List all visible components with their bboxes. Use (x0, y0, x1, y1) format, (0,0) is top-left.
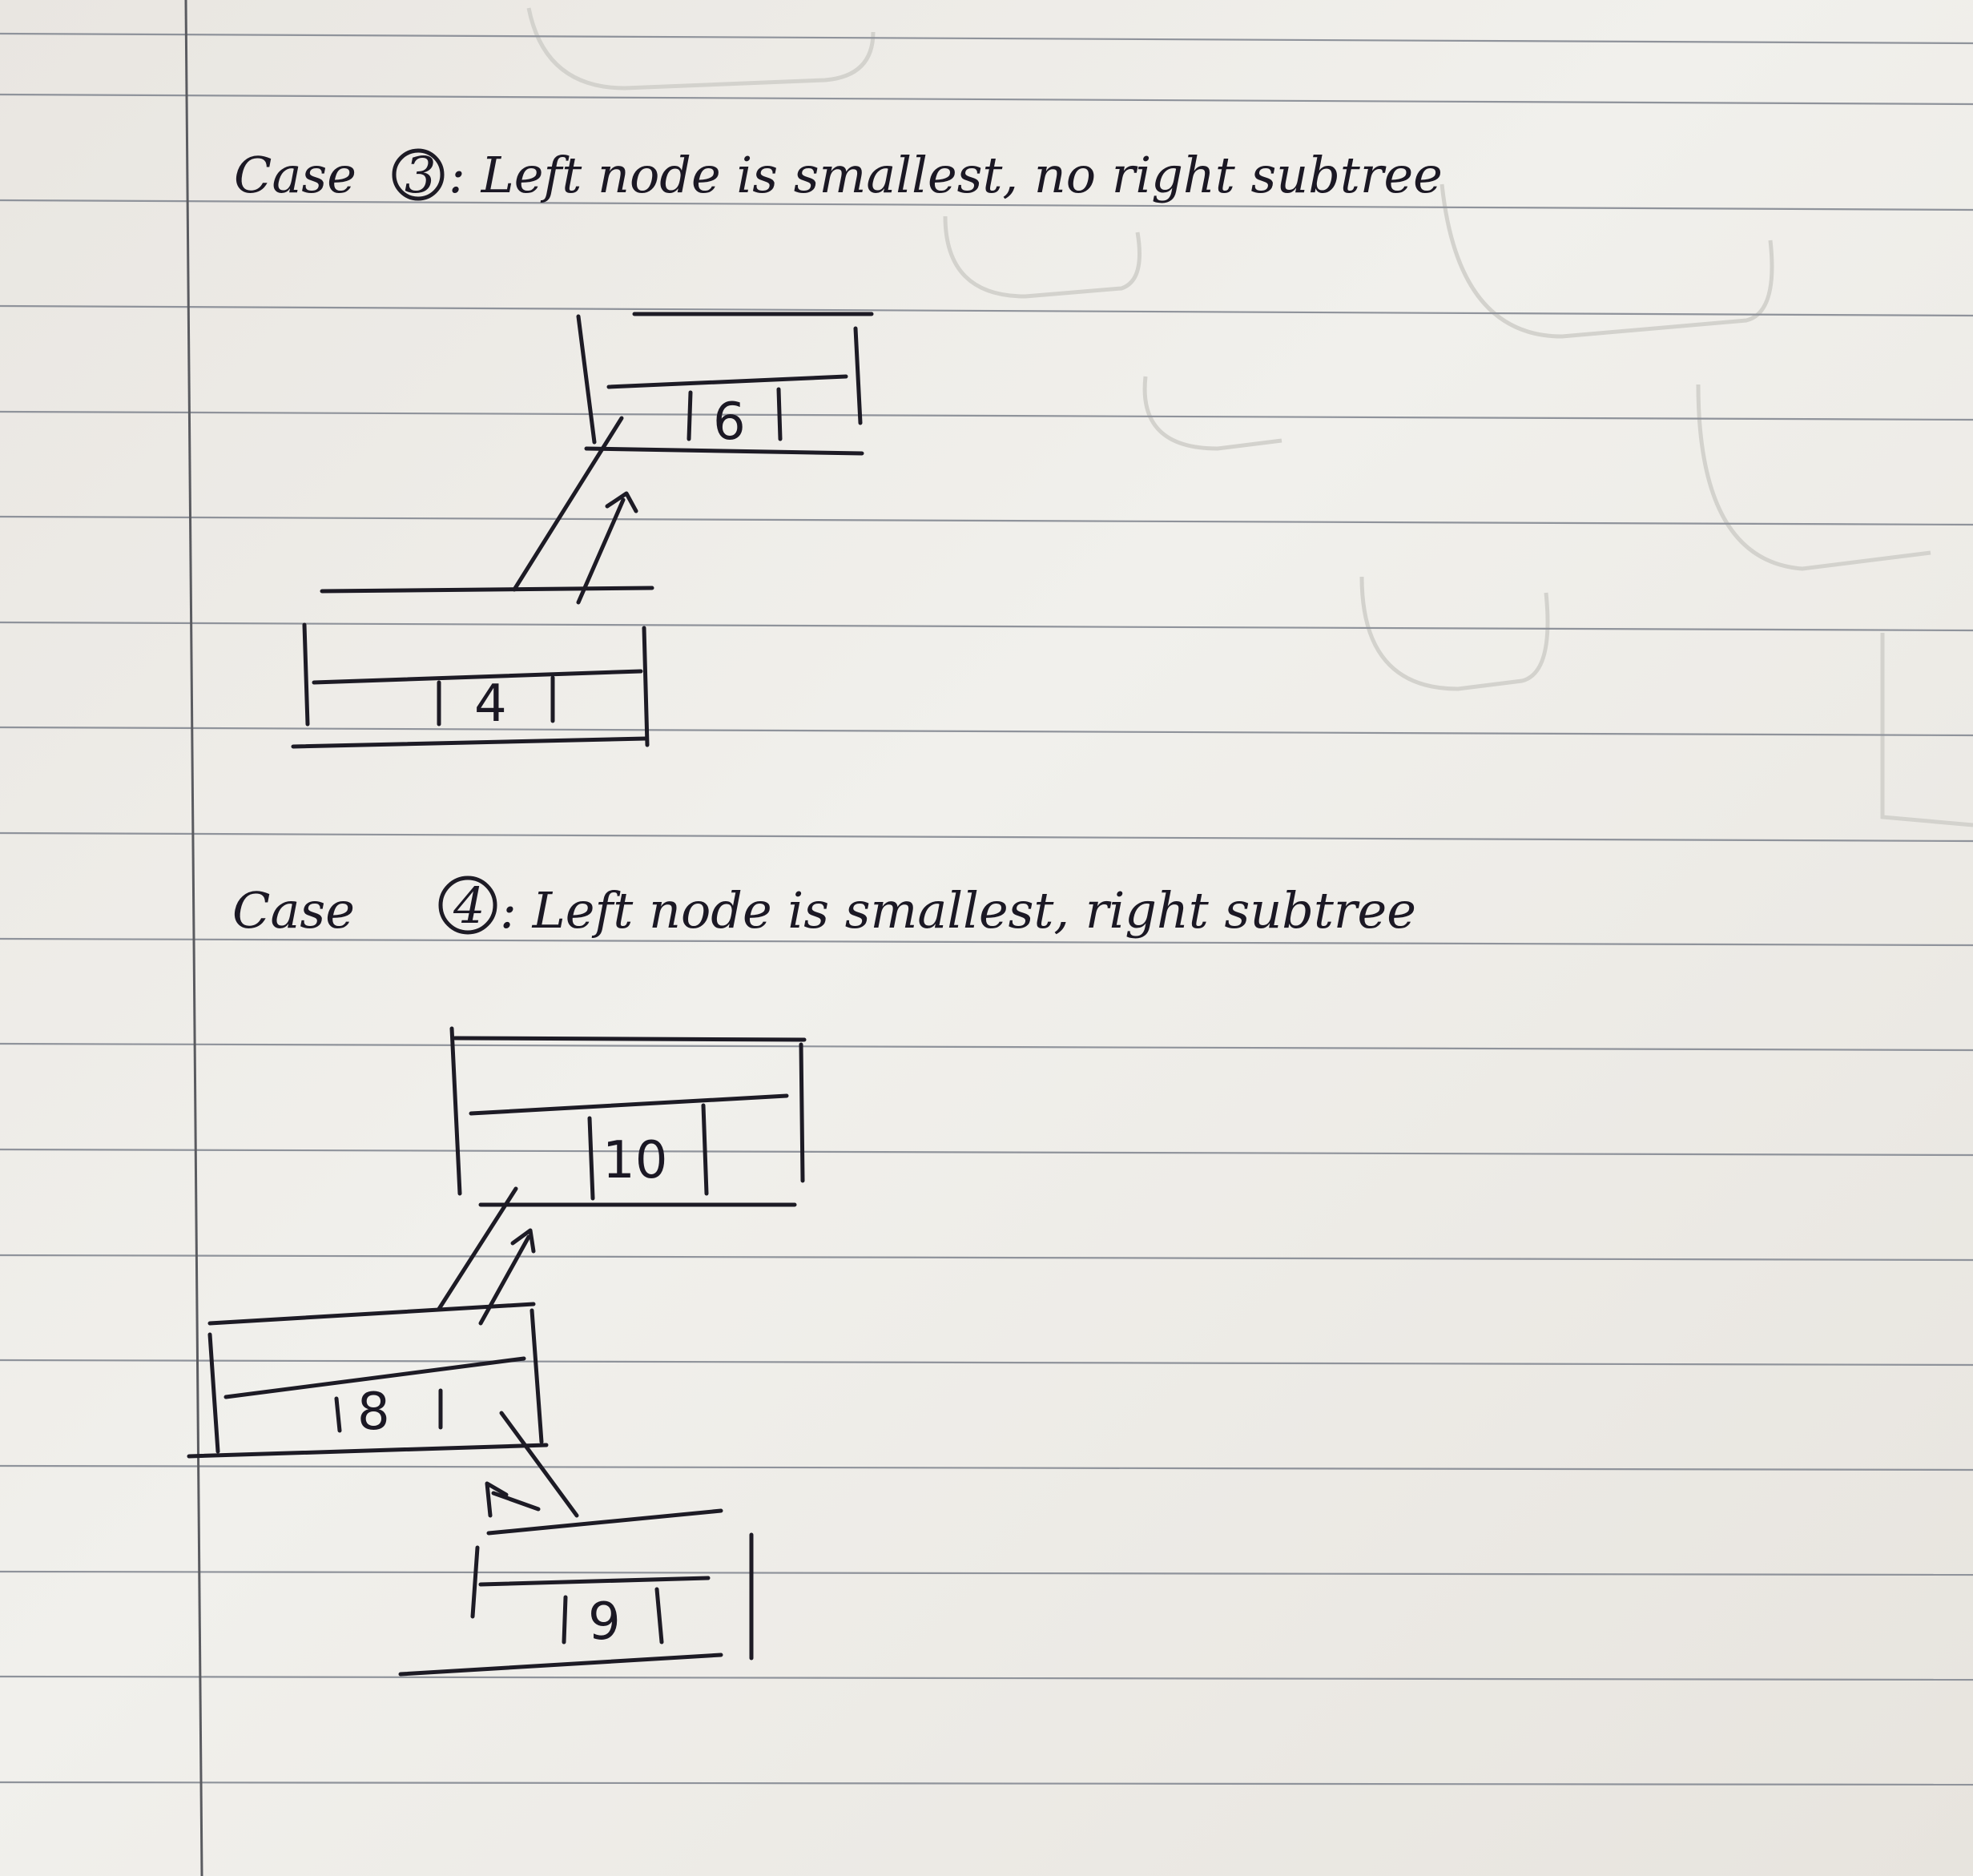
case4-arrowhead-upper-icon (510, 1228, 536, 1254)
bleed-through-marks (526, 7, 1973, 827)
case4-parent-value: 10 (602, 1131, 667, 1190)
case4-label-suffix: : Left node is smallest, right subtree (500, 881, 1416, 940)
case3-arrowhead-icon (605, 491, 638, 513)
case3-child-node: 4 (291, 586, 654, 749)
case3-link (512, 416, 638, 605)
case3-child-value: 4 (474, 674, 507, 734)
case3-label-prefix: Case (234, 146, 356, 204)
case4-circle-icon (438, 876, 497, 935)
case3-heading: Case 3 : Left node is smallest, no right… (234, 146, 1443, 204)
case4-arrow-upper-icon (478, 1234, 531, 1326)
case4-arrow-lower-icon (491, 1491, 541, 1512)
case4-link-parent (437, 1186, 536, 1326)
case4-child-value: 8 (357, 1383, 390, 1442)
case3-edge (512, 416, 624, 592)
case4-arrowhead-lower-icon (485, 1481, 509, 1518)
case3-number: 3 (405, 146, 436, 204)
case4-grandchild-node: 9 (398, 1508, 754, 1677)
case3-circle-icon (392, 148, 445, 201)
case3-parent-node: 6 (576, 312, 874, 456)
case3-arrow-icon (576, 497, 626, 605)
case4-child-node: 8 (187, 1302, 549, 1459)
case3-parent-value: 6 (713, 393, 746, 452)
case4-parent-node: 10 (449, 1026, 807, 1207)
case4-edge-lower (499, 1411, 579, 1518)
case4-link-child (485, 1411, 579, 1518)
case4-heading: Case 4 : Left node is smallest, right su… (232, 876, 1416, 940)
case4-number: 4 (453, 876, 485, 935)
case4-edge-upper (437, 1186, 518, 1311)
case4-grandchild-value: 9 (588, 1592, 621, 1652)
case3-label-suffix: : Left node is smallest, no right subtre… (449, 146, 1443, 204)
case4-label-prefix: Case (232, 881, 355, 940)
